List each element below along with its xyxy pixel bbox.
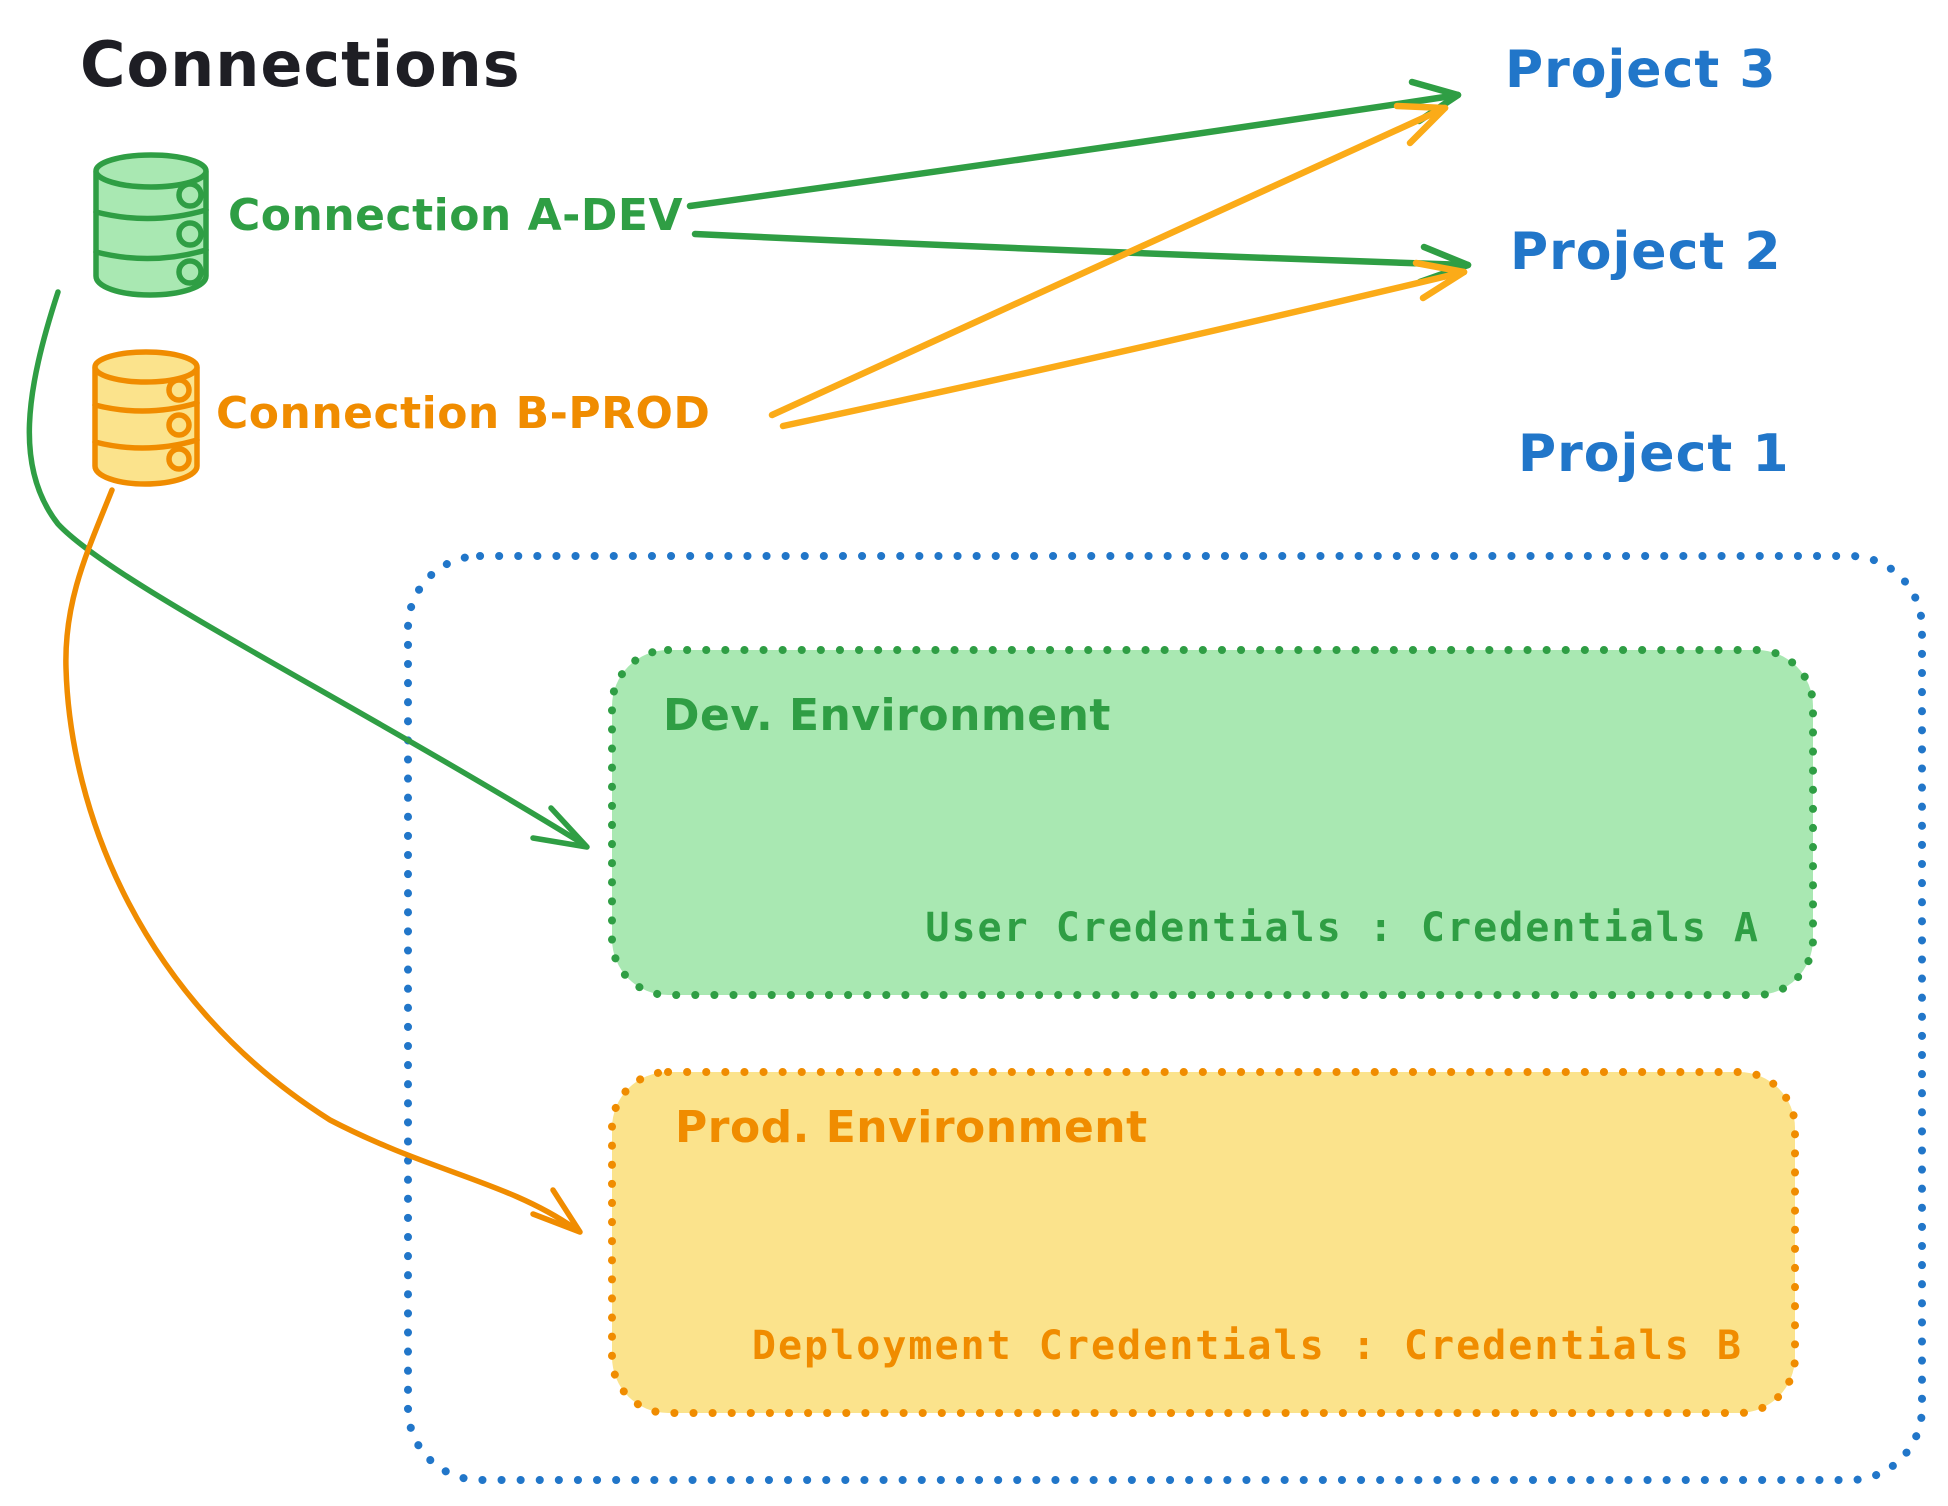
arrow-bprod-to-prod-env xyxy=(63,487,583,1235)
dev-environment-title: Dev. Environment xyxy=(663,690,1111,741)
arrow-bprod-to-project2 xyxy=(779,259,1468,430)
arrow-bprod-to-project3 xyxy=(768,102,1449,419)
project-2-label: Project 2 xyxy=(1510,222,1782,282)
prod-environment-box xyxy=(608,1068,1799,1417)
dev-environment-box xyxy=(608,646,1817,999)
dev-environment-credentials: User Credentials : Credentials A xyxy=(925,905,1760,951)
prod-environment-credentials: Deployment Credentials : Credentials B xyxy=(751,1323,1743,1369)
project-1-label: Project 1 xyxy=(1518,424,1790,484)
database-icon xyxy=(92,349,200,487)
prod-environment-title: Prod. Environment xyxy=(675,1102,1148,1153)
diagram-title: Connections xyxy=(80,28,521,101)
database-icon xyxy=(93,152,209,298)
connection-a-dev-label: Connection A-DEV xyxy=(228,190,684,241)
project1-box xyxy=(404,552,1926,1484)
connection-b-prod-label: Connection B-PROD xyxy=(216,388,711,439)
arrow-adev-to-project3 xyxy=(686,78,1462,210)
project-3-label: Project 3 xyxy=(1505,40,1777,100)
